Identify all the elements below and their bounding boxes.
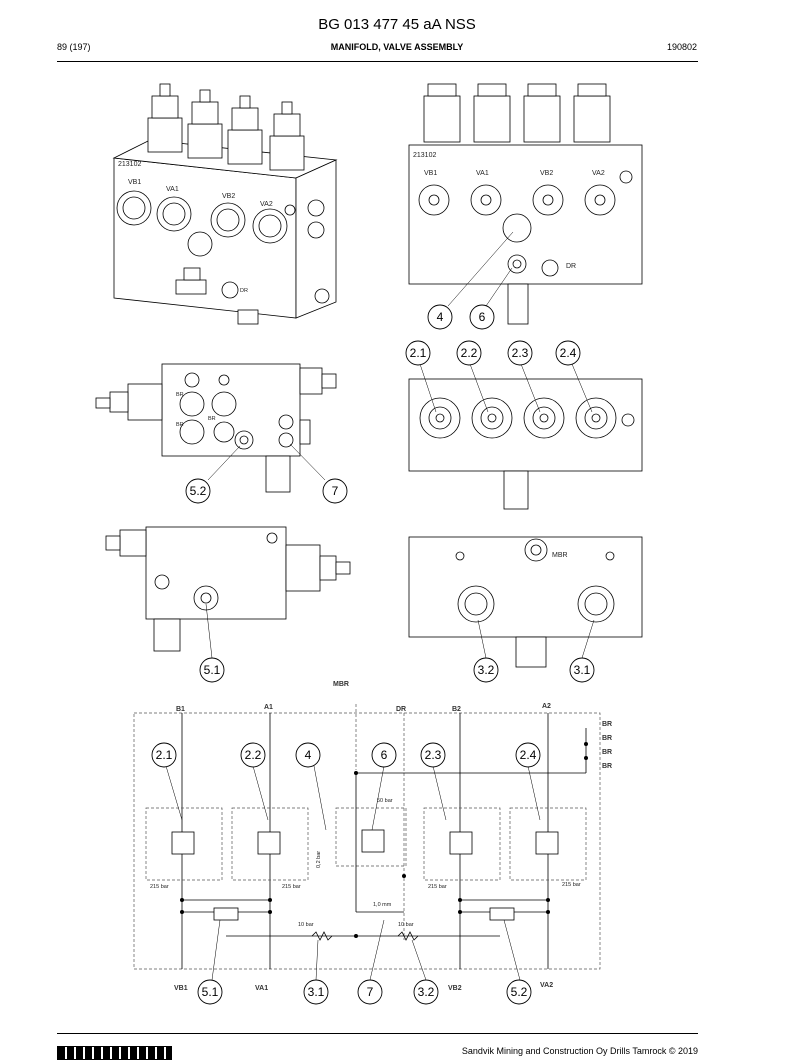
side-view-left: BR BR BR	[95, 363, 337, 493]
pressure-10-2: 10 bar	[398, 922, 414, 928]
schem-br-1: BR	[602, 721, 612, 728]
schem-port-va1: VA1	[255, 985, 268, 992]
pressure-215-4: 215 bar	[562, 882, 581, 888]
svg-text:6: 6	[381, 748, 388, 762]
callout-3-2-upper: 3.2	[473, 657, 499, 683]
svg-text:6: 6	[479, 310, 486, 324]
port-label-vb2: VB2	[222, 193, 235, 200]
front-port-vb2: VB2	[540, 170, 553, 177]
callout-3-1-upper: 3.1	[569, 657, 595, 683]
pressure-10-1: 10 bar	[298, 922, 314, 928]
copyright-text: Sandvik Mining and Construction Oy Drill…	[461, 1046, 698, 1056]
svg-text:5.1: 5.1	[202, 985, 219, 999]
callout-5-2-schematic: 5.2	[506, 979, 532, 1005]
callout-5-1-schematic: 5.1	[197, 979, 223, 1005]
callout-2-1-schematic: 2.1	[151, 742, 177, 768]
schem-br-2: BR	[602, 735, 612, 742]
block-stamp: 213102	[118, 161, 141, 168]
front-port-vb1: VB1	[424, 170, 437, 177]
callout-3-2-schematic: 3.2	[413, 979, 439, 1005]
port-label-vb1: VB1	[128, 179, 141, 186]
svg-text:2.4: 2.4	[560, 346, 577, 360]
callout-2-2-schematic: 2.2	[240, 742, 266, 768]
schem-br-4: BR	[602, 763, 612, 770]
page-number: 89 (197)	[57, 42, 91, 52]
sandvik-logo	[57, 1046, 172, 1060]
svg-text:5.2: 5.2	[190, 484, 207, 498]
schem-port-va2: VA2	[540, 982, 553, 989]
side-br-2: BR	[176, 422, 184, 428]
port-label-va1: VA1	[166, 186, 179, 193]
side-br-3: BR	[208, 416, 216, 422]
document-title: BG 013 477 45 aA NSS	[318, 16, 476, 33]
front-view: 213102 VB1 VA1 VB2 VA2 DR	[408, 83, 643, 325]
callout-7-schematic: 7	[357, 979, 383, 1005]
front-block-stamp: 213102	[413, 152, 436, 159]
callout-6-schematic: 6	[371, 742, 397, 768]
svg-text:2.3: 2.3	[425, 748, 442, 762]
svg-text:2.1: 2.1	[156, 748, 173, 762]
svg-text:2.4: 2.4	[520, 748, 537, 762]
schem-port-b2: B2	[452, 706, 461, 713]
pressure-50: 50 bar	[377, 798, 393, 804]
iso-dr-label: DR	[240, 288, 248, 294]
svg-text:4: 4	[437, 310, 444, 324]
callout-2-2-upper: 2.2	[456, 340, 482, 366]
pressure-215-1: 215 bar	[150, 884, 169, 890]
pressure-215-2: 215 bar	[282, 884, 301, 890]
svg-text:3.1: 3.1	[574, 663, 591, 677]
svg-text:2.2: 2.2	[245, 748, 262, 762]
section-title: MANIFOLD, VALVE ASSEMBLY	[330, 42, 464, 52]
schem-port-dr: DR	[396, 706, 406, 713]
schem-port-vb2: VB2	[448, 985, 462, 992]
svg-text:4: 4	[305, 748, 312, 762]
callout-4-upper: 4	[427, 304, 453, 330]
pressure-215-3: 215 bar	[428, 884, 447, 890]
svg-text:7: 7	[332, 484, 339, 498]
top-view-right	[408, 363, 643, 510]
port-label-va2: VA2	[260, 201, 273, 208]
callout-2-1-upper: 2.1	[405, 340, 431, 366]
svg-text:5.1: 5.1	[204, 663, 221, 677]
callout-5-1-upper: 5.1	[199, 657, 225, 683]
svg-text:3.1: 3.1	[308, 985, 325, 999]
schem-br-3: BR	[602, 749, 612, 756]
callout-3-1-schematic: 3.1	[303, 979, 329, 1005]
schem-port-mbr: MBR	[333, 681, 349, 688]
svg-text:3.2: 3.2	[478, 663, 495, 677]
bottom-view-right: MBR	[408, 536, 643, 668]
document-code: 190802	[666, 42, 697, 52]
mbr-port-label: MBR	[552, 552, 568, 559]
callout-6-upper: 6	[469, 304, 495, 330]
footer-rule	[57, 1033, 698, 1034]
schem-port-vb1: VB1	[174, 985, 188, 992]
svg-text:3.2: 3.2	[418, 985, 435, 999]
side-br-1: BR	[176, 392, 184, 398]
callout-2-3-upper: 2.3	[507, 340, 533, 366]
schem-port-b1: B1	[176, 706, 185, 713]
callout-5-2-upper: 5.2	[185, 478, 211, 504]
schem-port-a1: A1	[264, 704, 273, 711]
svg-text:5.2: 5.2	[511, 985, 528, 999]
callout-2-4-schematic: 2.4	[515, 742, 541, 768]
front-port-va1: VA1	[476, 170, 489, 177]
isometric-view: 213102 VB1 VA1 VB2 VA2 DR	[112, 83, 338, 325]
callout-4-schematic: 4	[295, 742, 321, 768]
callout-7-upper: 7	[322, 478, 348, 504]
callout-2-3-schematic: 2.3	[420, 742, 446, 768]
schem-port-a2: A2	[542, 703, 551, 710]
header-rule	[57, 61, 698, 62]
front-dr-label: DR	[566, 263, 576, 270]
callout-2-4-upper: 2.4	[555, 340, 581, 366]
hydraulic-schematic: B1 A1 DR B2 A2 MBR BR BR BR BR VB1 VA1 V…	[133, 681, 612, 992]
orifice-size: 1,0 mm	[373, 902, 392, 908]
pressure-0-2: 0,2 bar	[316, 851, 322, 868]
side-view-lower	[105, 526, 351, 659]
svg-text:2.3: 2.3	[512, 346, 529, 360]
svg-text:2.2: 2.2	[461, 346, 478, 360]
svg-text:7: 7	[367, 985, 374, 999]
front-port-va2: VA2	[592, 170, 605, 177]
svg-text:2.1: 2.1	[410, 346, 427, 360]
